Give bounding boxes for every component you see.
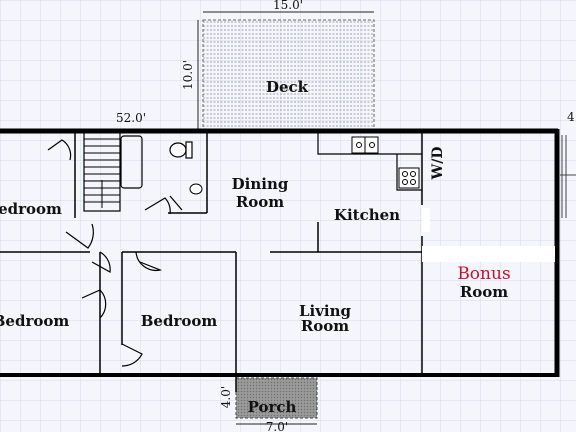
living-room-label-line2: Room [301,317,349,335]
porch-label: Porch [248,398,297,416]
kitchen-label: Kitchen [334,206,400,224]
interior-walls [0,130,423,375]
living-room-label-line1: Living [299,302,352,320]
dining-room-label-line2: Room [236,193,284,211]
deck-width-label: 15.0' [273,0,303,12]
stairs [84,138,120,208]
porch [235,377,318,419]
bonus-room-label-line2: Room [460,283,508,301]
bonus-room-label-line1: Bonus [457,264,510,284]
stove-icon [398,167,420,189]
deck-depth-label: 10.0' [181,60,195,90]
deck-label: Deck [266,78,309,96]
kitchen-sink-icon [351,136,379,154]
porch-depth-label: 4.0' [219,386,233,408]
bedroom-center-label: Bedroom [141,312,218,330]
washer-dryer-label: W/D [430,147,446,181]
bedroom-top-left-label: edroom [0,200,62,218]
toilet-icon [169,141,193,159]
bonus-room-opening [422,246,555,262]
right-edge-label: 4 [567,110,575,124]
right-window [560,135,576,218]
porch-width-label: 7.0' [266,420,288,432]
bedroom-bottom-left-label: Bedroom [0,312,69,330]
door-swings [47,139,183,367]
house-width-label: 52.0' [116,111,146,125]
dining-room-label-line1: Dining [232,175,289,193]
deck [202,19,375,131]
kitchen-opening [422,208,430,232]
sink-icon [189,183,203,195]
